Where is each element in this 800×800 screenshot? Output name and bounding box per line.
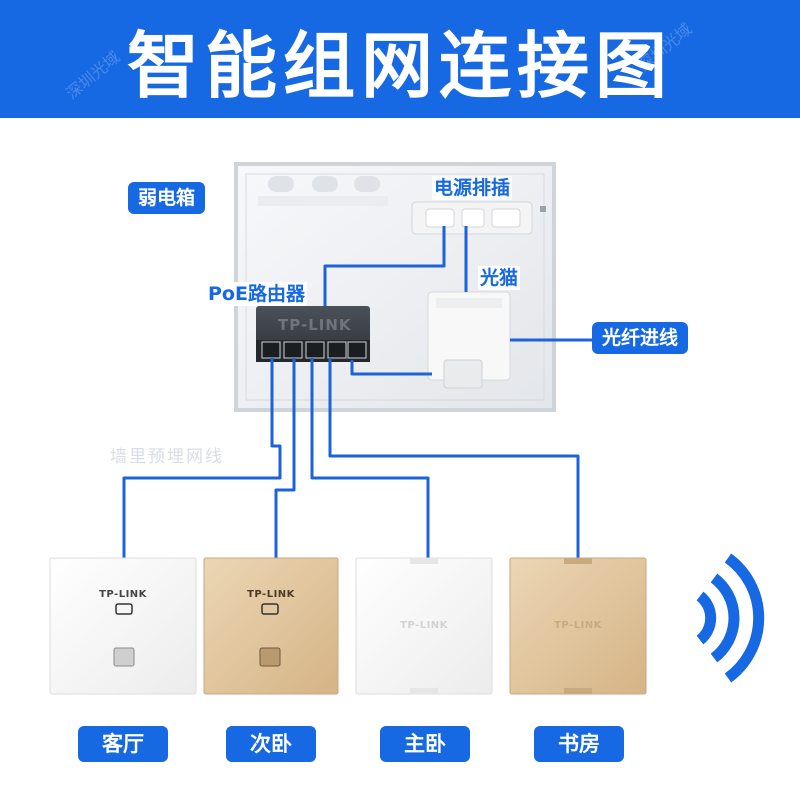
ethernet-port-icon — [259, 647, 281, 667]
page-title: 智能组网连接图 — [126, 23, 673, 108]
ethernet-port-icon — [261, 341, 367, 359]
knockout-holes — [258, 176, 388, 206]
ap-brand: TP-LINK — [400, 620, 448, 631]
router-label: PoE路由器 — [206, 282, 307, 306]
ap-panel — [203, 557, 339, 695]
ap-brand: TP-LINK — [554, 620, 602, 631]
room-label-master-bedroom: 主卧 — [380, 726, 470, 762]
router-brand: TP-LINK — [278, 316, 352, 334]
wifi-signal-icon — [261, 603, 279, 615]
room-label-study: 书房 — [534, 726, 624, 762]
title-banner: 智能组网连接图 — [0, 0, 800, 118]
wifi-signal-icon — [696, 553, 765, 683]
box-label: 弱电箱 — [128, 182, 206, 214]
ethernet-port-icon — [113, 647, 135, 667]
power-strip — [411, 201, 533, 235]
ap-panel — [49, 557, 197, 695]
ap-brand: TP-LINK — [99, 589, 147, 600]
ap-brand: TP-LINK — [247, 589, 295, 600]
room-label-living: 客厅 — [78, 726, 168, 762]
modem-label: 光猫 — [478, 266, 521, 290]
fiber-label: 光纤进线 — [592, 322, 689, 354]
room-label-second-bedroom: 次卧 — [226, 726, 316, 762]
wall-wiring-note: 墙里预埋网线 — [110, 447, 224, 467]
cables — [122, 226, 596, 560]
ap-panel — [355, 557, 493, 695]
wifi-signal-icon — [115, 603, 133, 615]
poe-router — [256, 306, 370, 362]
power-strip-label: 电源排插 — [432, 176, 513, 200]
ap-panel — [509, 557, 647, 695]
optical-modem — [427, 291, 511, 389]
